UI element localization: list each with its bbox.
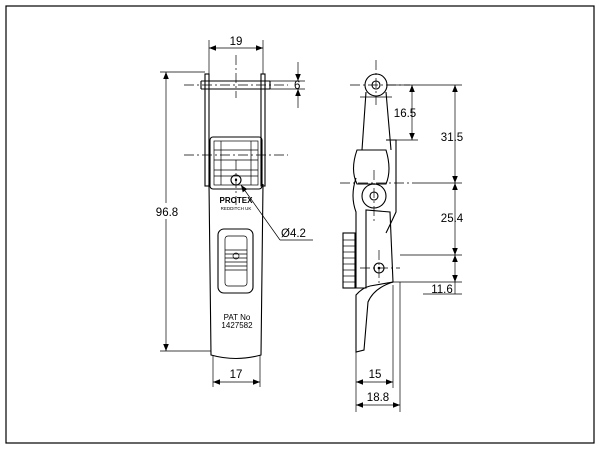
front-centerlines xyxy=(184,55,288,205)
hook xyxy=(355,281,394,353)
dim-hole-diameter: Ø4.2 xyxy=(240,184,313,241)
dim-15: 15 xyxy=(355,285,394,412)
side-body xyxy=(352,177,394,289)
wire-loop xyxy=(200,73,271,187)
drawing-frame xyxy=(5,5,595,444)
svg-text:Ø4.2: Ø4.2 xyxy=(281,228,306,240)
side-view: 16.5 31.5 25.4 11.6 15 xyxy=(340,60,464,412)
dim-overall-length: 96.8 xyxy=(154,71,211,352)
svg-text:11.6: 11.6 xyxy=(431,284,453,296)
dim-top-width: 19 xyxy=(208,36,264,74)
patent-line-1: PAT No xyxy=(224,313,251,322)
svg-text:25.4: 25.4 xyxy=(441,213,464,225)
slide-window xyxy=(217,228,254,294)
svg-text:31.5: 31.5 xyxy=(441,132,463,144)
body-plate xyxy=(208,183,264,360)
svg-text:16.5: 16.5 xyxy=(394,108,416,120)
dim-31-5: 31.5 xyxy=(410,84,463,184)
dim-11-6: 11.6 xyxy=(393,255,462,296)
front-view: PROTEX REDDITCH UK PAT No 1427582 xyxy=(154,36,313,387)
svg-text:15: 15 xyxy=(369,369,382,381)
svg-text:96.8: 96.8 xyxy=(156,207,178,219)
dim-25-4: 25.4 xyxy=(400,183,464,256)
patent-line-2: 1427582 xyxy=(221,321,253,330)
brand-sub-label: REDDITCH UK xyxy=(221,206,252,211)
svg-text:17: 17 xyxy=(230,369,243,381)
dim-base-width: 17 xyxy=(212,355,261,387)
dim-16-5: 16.5 xyxy=(387,84,418,141)
dim-loop-thickness: 6 xyxy=(270,62,305,108)
dim-18-8: 18.8 xyxy=(356,282,401,412)
svg-text:6: 6 xyxy=(294,80,300,92)
knurled-slide xyxy=(342,232,356,289)
side-housing xyxy=(352,149,390,185)
svg-text:18.8: 18.8 xyxy=(367,392,389,404)
svg-text:19: 19 xyxy=(230,36,243,48)
